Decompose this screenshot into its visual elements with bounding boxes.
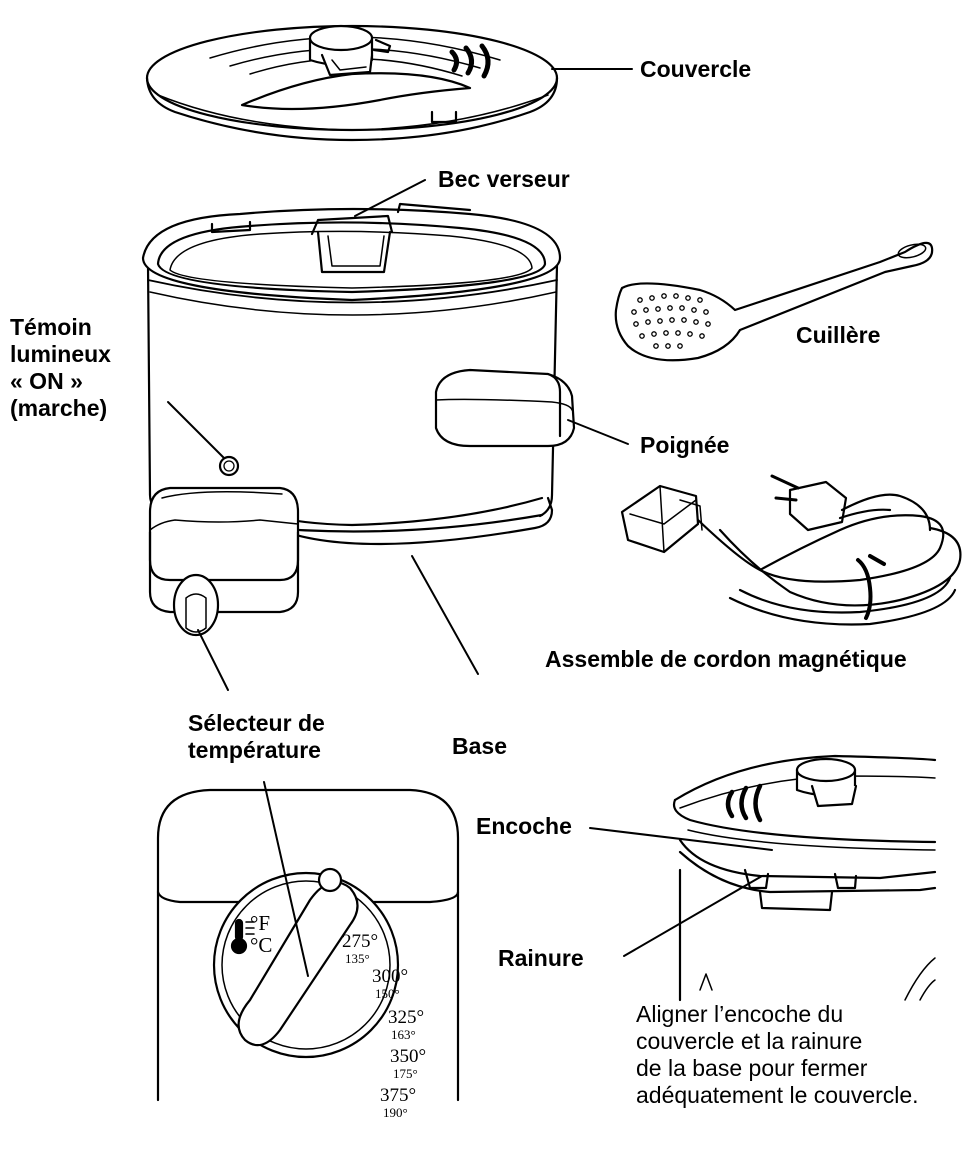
dial-f-325: 325°: [388, 1007, 424, 1028]
dial-f-275: 275°: [342, 931, 378, 952]
label-groove: Rainure: [498, 945, 584, 972]
alignment-instruction-line4: adéquatement le couvercle.: [636, 1082, 919, 1109]
label-indicator-light-line4: (marche): [10, 395, 111, 422]
dial-c-150: 150°: [375, 986, 400, 1001]
label-handle: Poignée: [640, 432, 729, 459]
label-indicator-light-line2: lumineux: [10, 341, 111, 368]
pot-handle: [436, 370, 574, 446]
alignment-instruction-line1: Aligner l’encoche du: [636, 1001, 919, 1028]
dial-f-300: 300°: [372, 966, 408, 987]
cord-illustration: [622, 476, 960, 624]
alignment-instruction: Aligner l’encoche du couvercle et la rai…: [636, 1001, 919, 1109]
label-indicator-light: Témoin lumineux « ON » (marche): [10, 314, 111, 422]
dial-c-135: 135°: [345, 951, 370, 966]
label-spout: Bec verseur: [438, 166, 570, 193]
dial-unit-f: °F: [250, 911, 270, 935]
label-indicator-light-line3: « ON »: [10, 368, 111, 395]
control-box: [150, 488, 298, 635]
label-indicator-light-line1: Témoin: [10, 314, 111, 341]
alignment-instruction-line3: de la base pour fermer: [636, 1055, 919, 1082]
dial-unit-c: °C: [250, 933, 272, 957]
dial-f-350: 350°: [390, 1046, 426, 1067]
label-temperature-selector-line1: Sélecteur de: [188, 710, 325, 737]
indicator-light: [220, 457, 238, 475]
alignment-instruction-line2: couvercle et la rainure: [636, 1028, 919, 1055]
alignment-closeup: [674, 756, 935, 1000]
label-notch: Encoche: [476, 813, 572, 840]
pot-illustration: [143, 204, 574, 635]
dial-f-375: 375°: [380, 1085, 416, 1106]
dial-c-175: 175°: [393, 1066, 418, 1081]
label-temperature-selector: Sélecteur de température: [188, 710, 325, 764]
label-temperature-selector-line2: température: [188, 737, 325, 764]
label-spoon: Cuillère: [796, 322, 880, 349]
label-cord: Assemble de cordon magnétique: [545, 646, 907, 673]
dial-c-190: 190°: [383, 1105, 408, 1120]
label-base: Base: [452, 733, 507, 760]
spoon-illustration: [616, 242, 932, 360]
dial-c-163: 163°: [391, 1027, 416, 1042]
label-lid: Couvercle: [640, 56, 751, 83]
lid-illustration: [147, 26, 557, 140]
